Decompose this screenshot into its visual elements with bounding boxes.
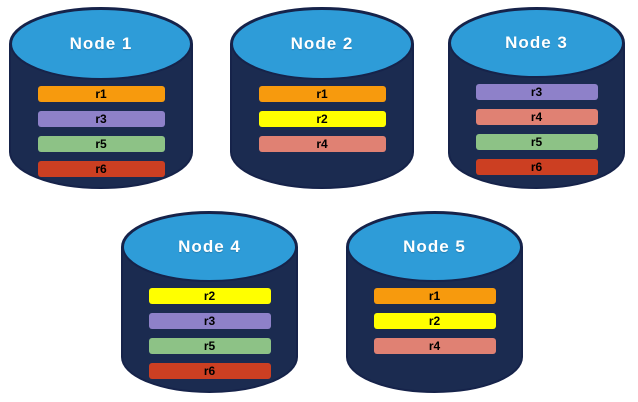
- replica-bar[interactable]: r5: [37, 136, 165, 152]
- replica-bar[interactable]: r2: [148, 288, 271, 304]
- replica-bar[interactable]: r5: [148, 338, 271, 354]
- replica-bar[interactable]: r2: [373, 313, 496, 329]
- replica-bar[interactable]: r4: [373, 338, 496, 354]
- replica-bar[interactable]: r2: [258, 111, 386, 127]
- replica-stack-2: r1 r2 r4: [231, 86, 413, 152]
- replica-bar[interactable]: r4: [475, 109, 598, 125]
- cylinder-top-ellipse: [449, 8, 624, 78]
- replica-stack-5: r1 r2 r4: [347, 288, 522, 354]
- replica-bar[interactable]: r5: [475, 134, 598, 150]
- replica-bar[interactable]: r6: [37, 161, 165, 177]
- replica-bar[interactable]: r6: [475, 159, 598, 175]
- replica-bar[interactable]: r3: [37, 111, 165, 127]
- cylinder-top-ellipse: [231, 8, 413, 80]
- replica-stack-3: r3 r4 r5 r6: [449, 84, 624, 175]
- cylinder-top-ellipse: [122, 212, 297, 282]
- replica-bar[interactable]: r6: [148, 363, 271, 379]
- replica-stack-4: r2 r3 r5 r6: [122, 288, 297, 379]
- replica-bar[interactable]: r3: [148, 313, 271, 329]
- replica-stack-1: r1 r3 r5 r6: [10, 86, 192, 177]
- cylinder-top-ellipse: [10, 8, 192, 80]
- replica-bar[interactable]: r3: [475, 84, 598, 100]
- replica-bar[interactable]: r1: [258, 86, 386, 102]
- cylinder-top-ellipse: [347, 212, 522, 282]
- replica-bar[interactable]: r1: [373, 288, 496, 304]
- replica-bar[interactable]: r1: [37, 86, 165, 102]
- replica-bar[interactable]: r4: [258, 136, 386, 152]
